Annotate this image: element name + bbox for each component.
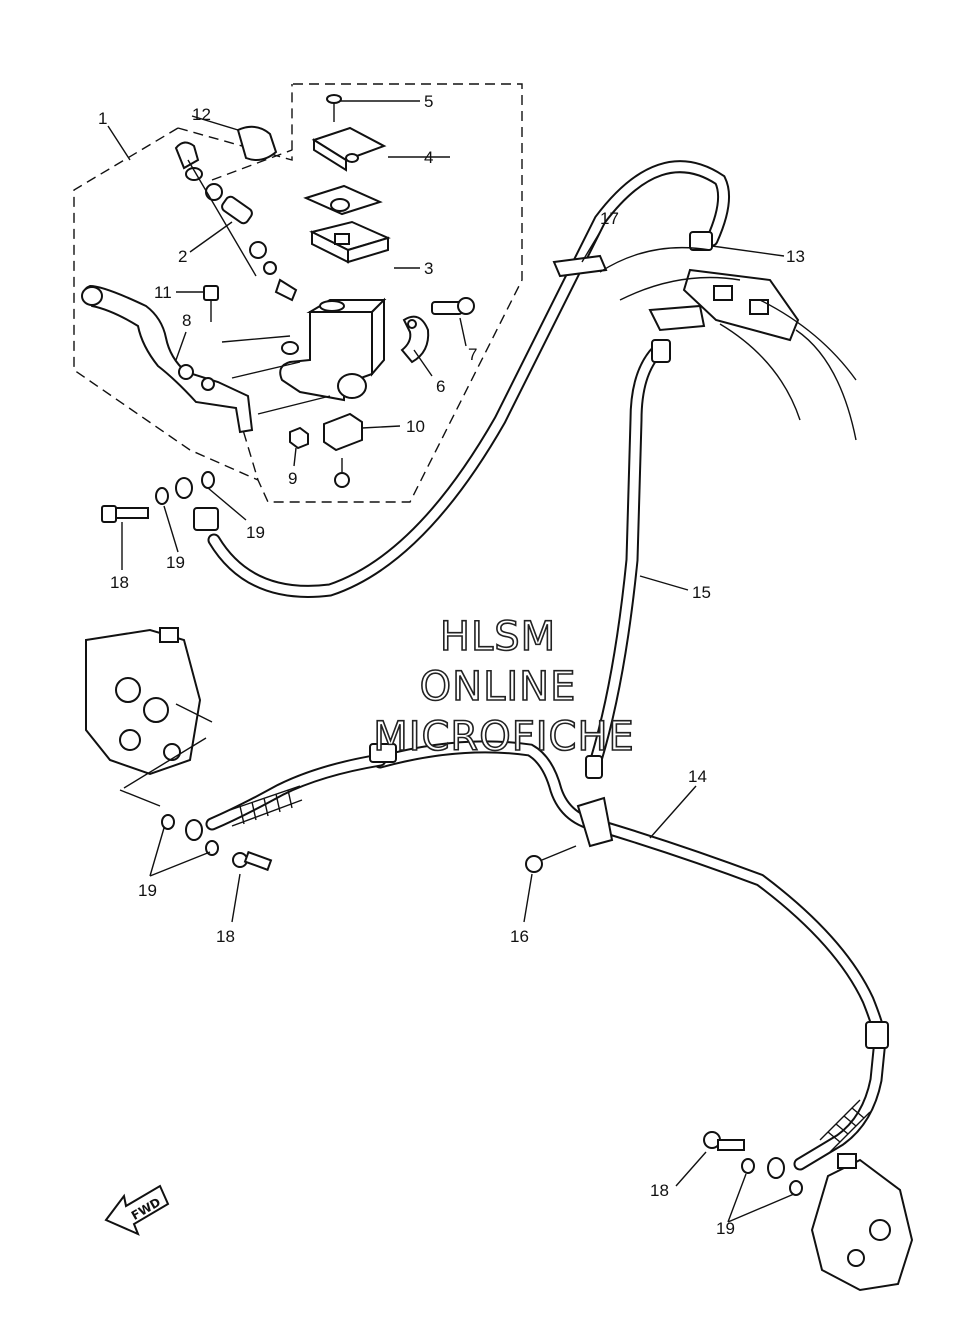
brake-hose-15 [589, 341, 667, 767]
caliper-left [85, 627, 213, 807]
callout-18c: 18 [650, 1181, 669, 1200]
hose-sleeves [229, 785, 871, 1153]
brake-hose-long [207, 160, 731, 598]
callout-18a: 18 [110, 573, 129, 592]
callout-2: 2 [178, 247, 187, 266]
caliper-right [810, 1153, 914, 1292]
handlebar-housing [552, 246, 857, 441]
callout-10: 10 [406, 417, 425, 436]
callout-16: 16 [510, 927, 529, 946]
watermark-line3: MICROFICHE [373, 714, 635, 760]
callout-8: 8 [182, 311, 191, 330]
callout-19a: 19 [166, 553, 185, 572]
watermark-line1: HLSM [440, 614, 556, 660]
callout-15: 15 [692, 583, 711, 602]
callout-3: 3 [424, 259, 433, 278]
callout-11: 11 [154, 283, 172, 302]
callout-numbers: 1 2 3 4 5 6 7 8 9 10 11 12 13 14 15 16 1… [98, 92, 805, 1238]
fittings [101, 231, 889, 1196]
brake-hose-left [205, 753, 387, 831]
callout-9: 9 [288, 469, 297, 488]
callout-18b: 18 [216, 927, 235, 946]
leader-lines [107, 100, 795, 1223]
callout-19b: 19 [246, 523, 265, 542]
watermark: HLSM ONLINE MICROFICHE [372, 613, 635, 761]
callout-7: 7 [468, 345, 477, 364]
assembly-outline [73, 83, 523, 503]
callout-12: 12 [192, 105, 211, 124]
callout-1: 1 [98, 109, 107, 128]
callout-14: 14 [688, 767, 707, 786]
callout-19d: 19 [716, 1219, 735, 1238]
callout-5: 5 [424, 92, 433, 111]
callout-17: 17 [600, 209, 619, 228]
master-cylinder [81, 94, 475, 488]
callout-13: 13 [786, 247, 805, 266]
callout-6: 6 [436, 377, 445, 396]
watermark-line2: ONLINE [420, 664, 577, 710]
callout-4: 4 [424, 148, 433, 167]
callout-19c: 19 [138, 881, 157, 900]
